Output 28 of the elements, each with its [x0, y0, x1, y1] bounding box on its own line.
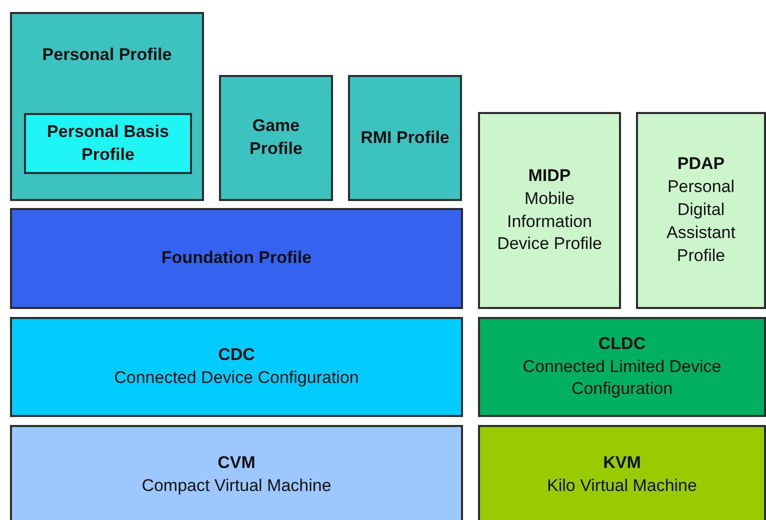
- layer-box: [10, 317, 463, 417]
- profile-title: MIDP: [527, 164, 572, 187]
- profile-title: Foundation Profile: [160, 247, 313, 270]
- layer-box: [478, 425, 766, 520]
- profile-title: RMI Profile: [360, 126, 450, 149]
- layer-box: [219, 75, 333, 201]
- vm-title: CVM: [216, 452, 256, 474]
- layer-box: [10, 208, 463, 309]
- vm-description: Kilo Virtual Machine: [546, 475, 698, 497]
- configuration-description: Connected Limited Device Configuration: [522, 356, 722, 400]
- profile-title: Game Profile: [248, 115, 304, 160]
- profile-title: PDAP: [676, 153, 726, 176]
- vm-description: Compact Virtual Machine: [140, 475, 332, 497]
- layer-box: [478, 317, 766, 417]
- layer-box: [636, 112, 766, 309]
- profile-description: Mobile Information Device Profile: [496, 188, 603, 256]
- configuration-title: CDC: [217, 344, 256, 366]
- vm-title: KVM: [602, 452, 642, 474]
- layer-box: [10, 12, 204, 201]
- profile-title: Personal Basis Profile: [46, 120, 170, 166]
- layer-box: [10, 425, 463, 520]
- profile-description: Personal Digital Assistant Profile: [666, 176, 736, 267]
- configuration-description: Connected Device Configuration: [113, 367, 360, 389]
- configuration-title: CLDC: [597, 332, 647, 355]
- layer-box: [348, 75, 462, 201]
- layer-box: [24, 113, 192, 174]
- layer-box: [478, 112, 621, 309]
- profile-title: Personal Profile: [41, 44, 173, 66]
